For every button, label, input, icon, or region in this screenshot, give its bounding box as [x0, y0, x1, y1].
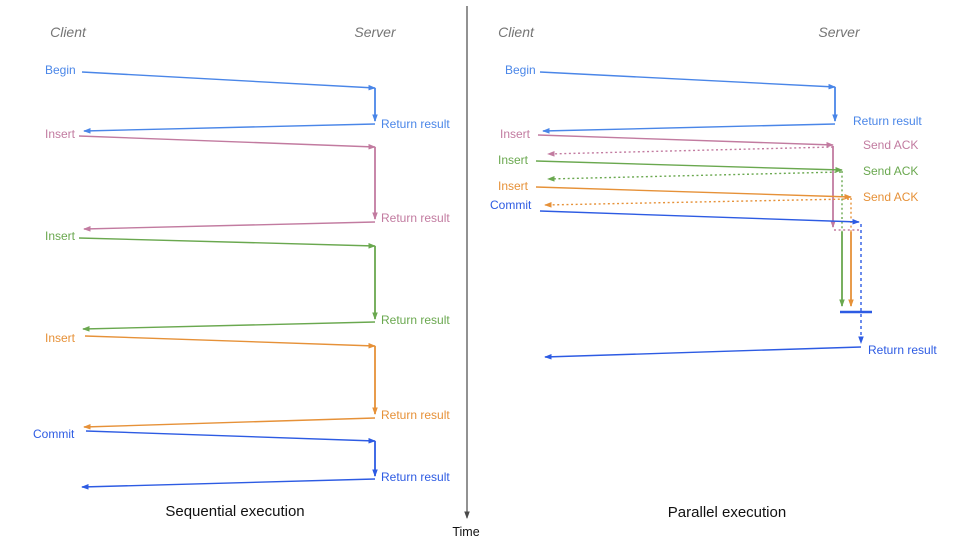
sequential-begin-label: Begin [45, 63, 76, 77]
sequential-server-header: Server [354, 24, 397, 40]
sequential-insert1-return-label: Return result [381, 211, 450, 225]
sequential-commit-label: Commit [33, 427, 75, 441]
sequential-insert1-label: Insert [45, 127, 76, 141]
parallel-insert3-request [535, 186, 852, 200]
sequential-commit-request [85, 430, 376, 444]
parallel-begin-label: Begin [505, 63, 536, 77]
sequential-begin-response [83, 123, 376, 134]
sequential-insert3-return-label: Return result [381, 408, 450, 422]
parallel-title: Parallel execution [668, 504, 786, 521]
parallel-insert3-label: Insert [498, 179, 529, 193]
sequential-insert1-response [83, 221, 376, 232]
sequential-commit-return-label: Return result [381, 470, 450, 484]
parallel-insert2-ack [547, 171, 842, 182]
time-axis-label: Time [452, 525, 479, 539]
parallel-begin-response [542, 123, 836, 134]
parallel-commit-response [544, 346, 862, 360]
sequential-title: Sequential execution [165, 503, 304, 520]
parallel-insert2-ack-label: Send ACK [863, 164, 918, 178]
parallel-insert2-request [535, 160, 843, 173]
parallel-begin-request [539, 71, 836, 90]
sequential-insert2-return-label: Return result [381, 313, 450, 327]
parallel-begin-return-label: Return result [853, 114, 922, 128]
parallel-server-header: Server [818, 24, 861, 40]
parallel-insert1-ack-label: Send ACK [863, 138, 918, 152]
parallel-insert1-label: Insert [500, 127, 531, 141]
sequential-begin-request [81, 71, 376, 91]
sequential-insert3-request [84, 335, 376, 349]
parallel-insert2-label: Insert [498, 153, 529, 167]
parallel-commit-return-label: Return result [868, 343, 937, 357]
sequential-insert2-response [82, 321, 376, 332]
sequential-insert2-label: Insert [45, 229, 76, 243]
parallel-commit-label: Commit [490, 198, 532, 212]
parallel-insert1-request [537, 134, 834, 148]
parallel-insert3-ack [544, 198, 850, 208]
sequential-insert1-request [78, 135, 376, 150]
parallel-insert3-ack-label: Send ACK [863, 190, 918, 204]
parallel-commit-request [539, 210, 860, 225]
sequential-insert3-response [83, 417, 376, 430]
sequential-insert3-label: Insert [45, 331, 76, 345]
sequential-begin-return-label: Return result [381, 117, 450, 131]
sequential-client-header: Client [50, 24, 87, 40]
sequential-commit-response [81, 478, 376, 490]
sequential-insert2-request [78, 237, 376, 249]
parallel-insert1-ack [547, 146, 834, 157]
parallel-client-header: Client [498, 24, 535, 40]
